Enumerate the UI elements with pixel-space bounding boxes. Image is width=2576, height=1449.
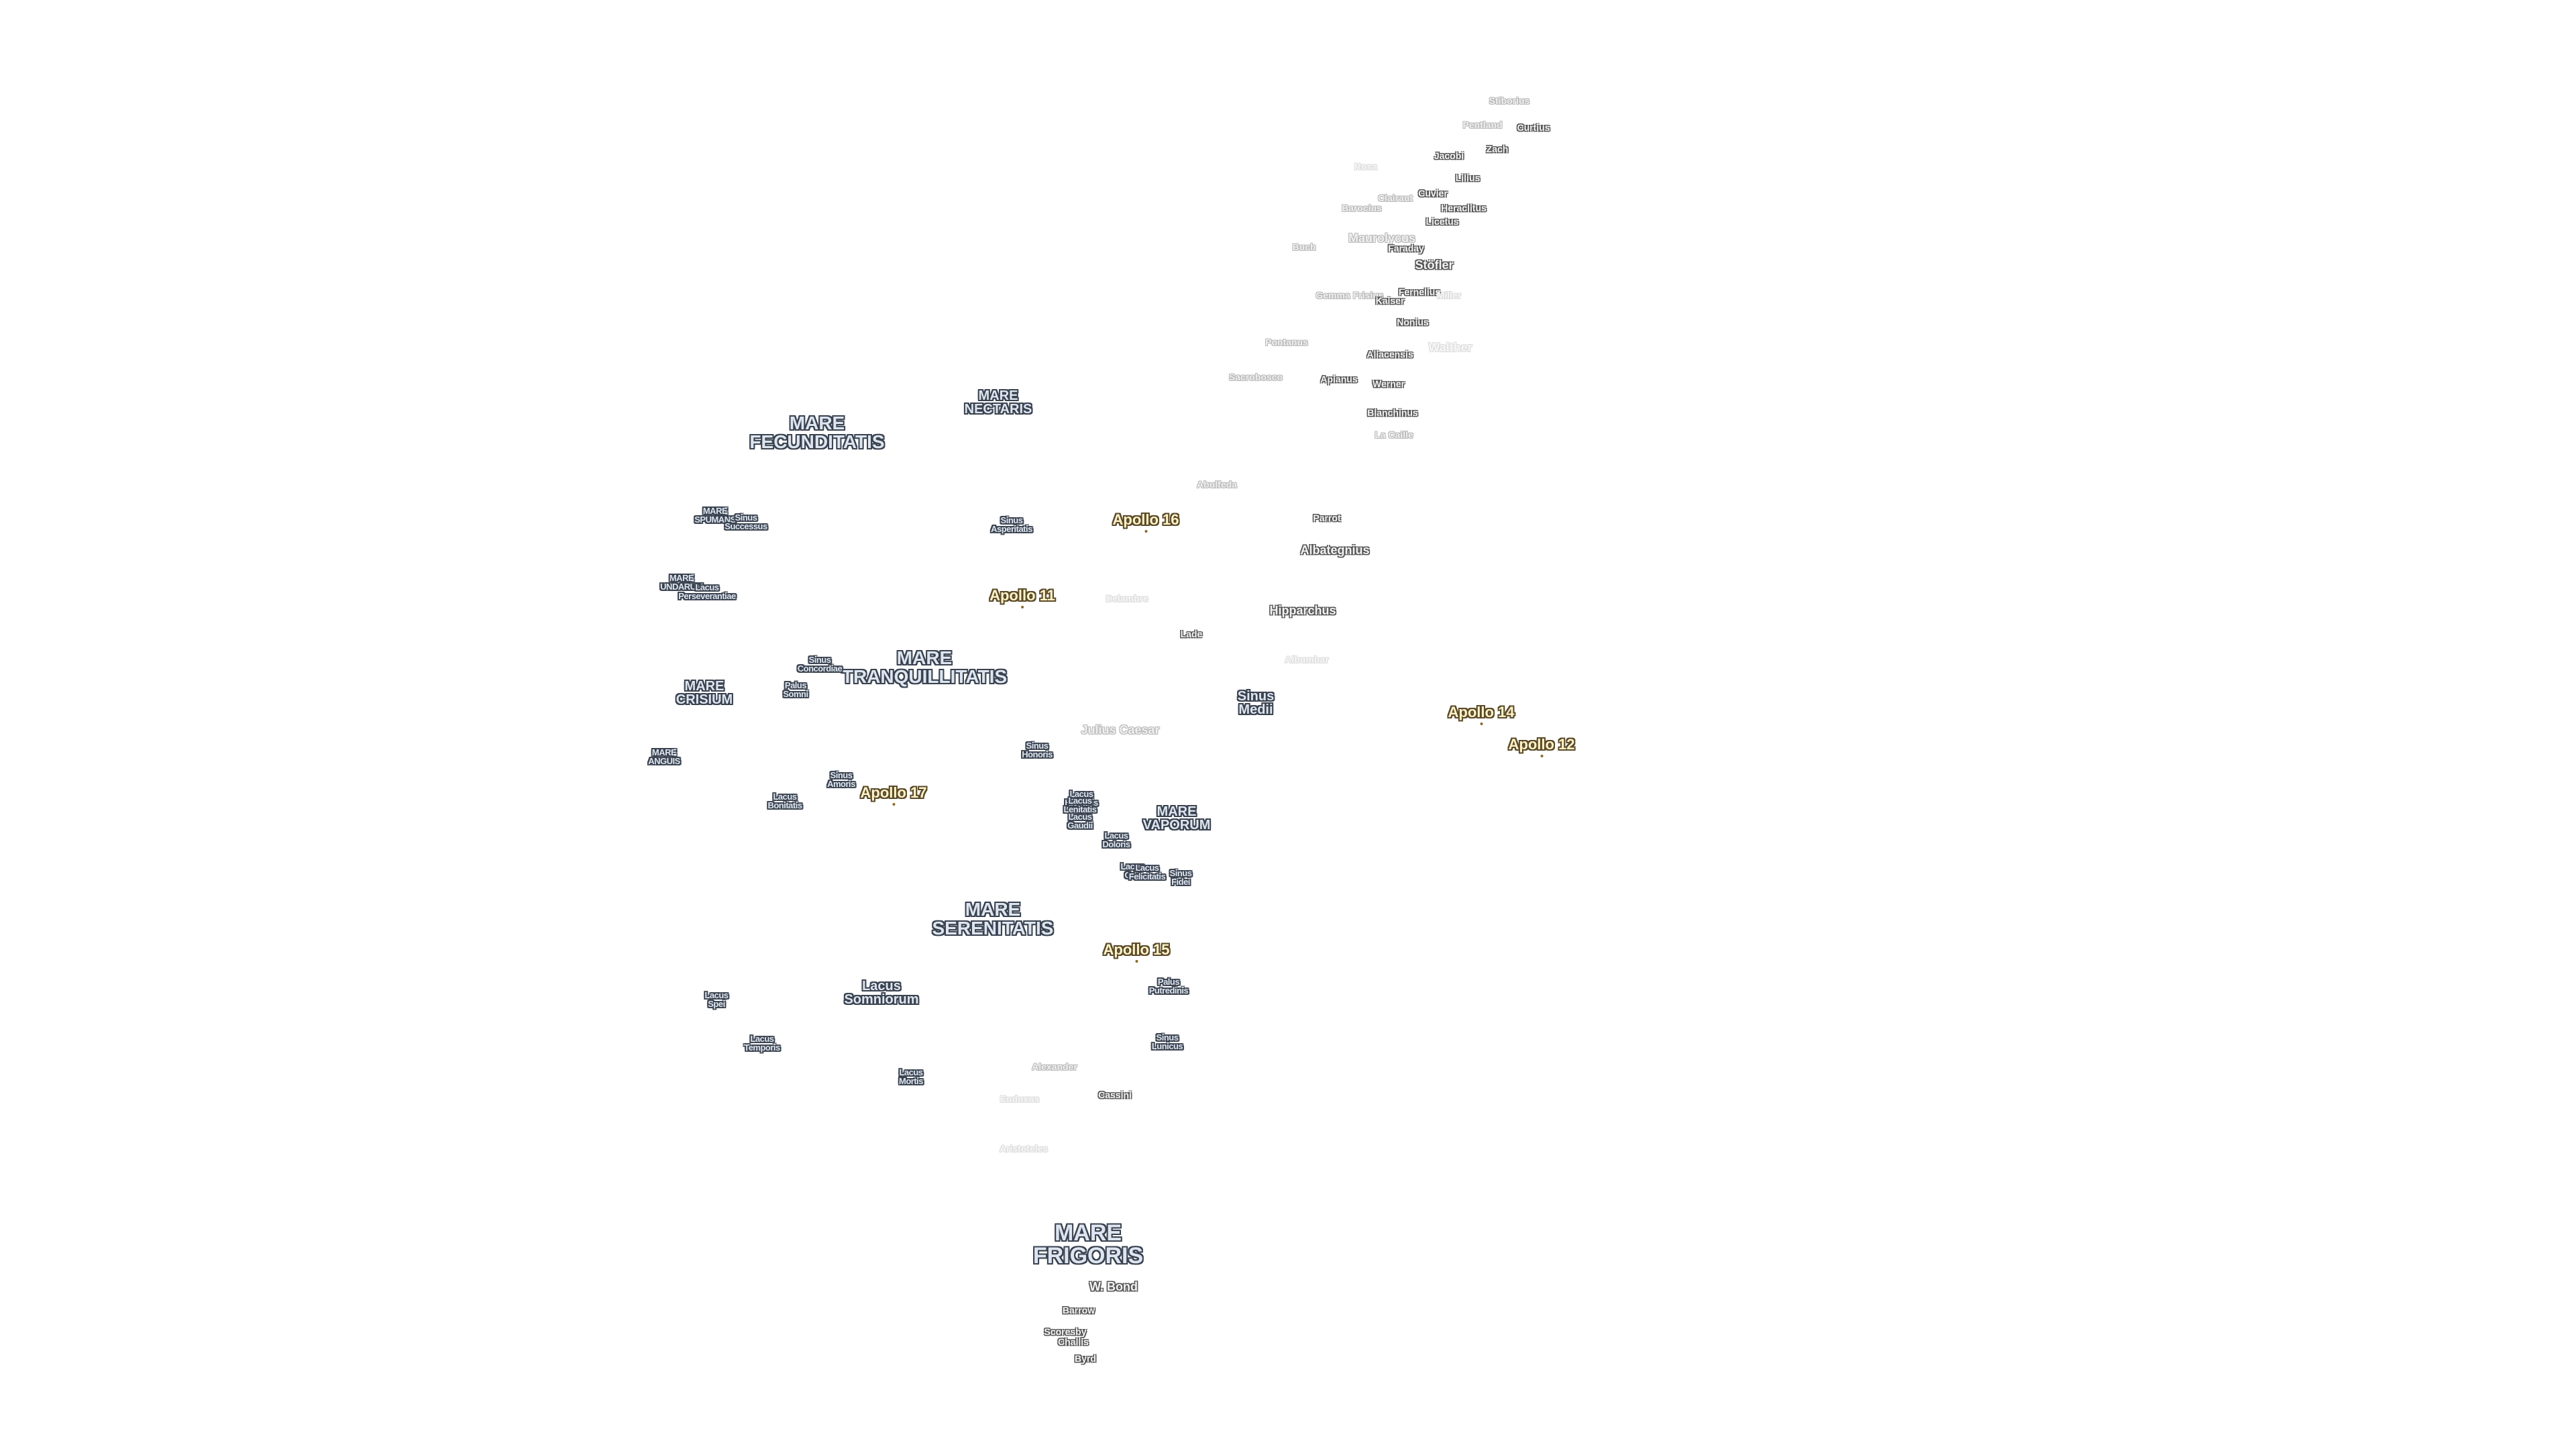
landing-site-apollo-12[interactable]: Apollo 12 [1508,736,1575,757]
crater-label-rosa[interactable]: Rosa [1354,161,1378,172]
landing-site-apollo-14[interactable]: Apollo 14 [1448,704,1515,725]
crater-label-albumbar[interactable]: Albumbar [1285,654,1329,665]
sea-label-sinus-concordiae[interactable]: Sinus Concordiae [797,655,843,674]
sea-label-mare-vaporum[interactable]: MARE VAPORUM [1142,804,1211,833]
crater-label-maurolycus[interactable]: Maurolycus [1348,231,1416,245]
crater-label-stiborius[interactable]: Stiborius [1489,95,1530,106]
sea-label-lacus-temporis[interactable]: Lacus Temporis [744,1034,780,1053]
crater-label-hipparchus[interactable]: Hipparchus [1269,604,1336,617]
sea-label-sinus-successus[interactable]: Sinus Successus [724,513,767,531]
sea-label-lacus-bonitatis[interactable]: Lacus Bonitatis [767,792,802,810]
crater-label-delambre[interactable]: Delambre [1106,593,1148,604]
crater-label-fernelius[interactable]: Fernelius [1398,286,1441,297]
crater-label-cassini[interactable]: Cassini [1098,1089,1132,1100]
crater-label-barocius[interactable]: Barocius [1342,203,1382,213]
crater-label-aristoteles[interactable]: Aristoteles [999,1143,1049,1154]
crater-label-abulfeda[interactable]: Abulfeda [1197,479,1237,490]
crater-label-julius-caesar[interactable]: Julius Caesar [1081,723,1160,737]
crater-label-stofler[interactable]: Stöfler [1415,258,1454,272]
crater-label-miller[interactable]: Miller [1436,290,1462,301]
crater-label-walther[interactable]: Walther [1428,341,1472,354]
sea-label-mare-tranquillitatis[interactable]: MARE TRANQUILLITATIS [841,647,1008,687]
crater-label-aliacensis[interactable]: Aliacensis [1366,349,1413,360]
crater-label-challis[interactable]: Challis [1058,1336,1089,1347]
sea-label-palus-putredinis[interactable]: Palus Putredinis [1148,977,1189,996]
sea-label-mare-nectaris[interactable]: MARE NECTARIS [964,388,1032,417]
landing-site-apollo-16[interactable]: Apollo 16 [1112,511,1179,533]
crater-label-heraclitus[interactable]: Heraclitus [1441,203,1487,213]
sea-label-sinus-fidei[interactable]: Sinus Fidei [1169,868,1192,887]
sea-label-lacus-felicitatis[interactable]: Lacus Felicitatis [1128,863,1166,881]
sea-label-lacus-doloris[interactable]: Lacus Doloris [1102,830,1130,849]
crater-label-lade[interactable]: Lade [1180,629,1203,639]
sea-label-mare-crisium[interactable]: MARE CRISIUM [676,679,733,707]
sea-label-sinus-lunicus[interactable]: Sinus Lunicus [1151,1032,1183,1051]
crater-label-jacobi[interactable]: Jacobi [1434,150,1464,161]
sea-label-lacus-odii[interactable]: Lacus Odii [1120,861,1144,880]
landing-site-apollo-17[interactable]: Apollo 17 [860,784,927,806]
crater-label-eudoxus[interactable]: Eudoxus [1000,1093,1040,1104]
crater-label-pentland[interactable]: Pentland [1462,119,1503,130]
sea-label-lacus-perseverantiae[interactable]: Lacus Perseverantiae [678,582,736,601]
landing-site-apollo-11[interactable]: Apollo 11 [989,587,1055,608]
crater-label-apianus[interactable]: Apianus [1320,374,1358,384]
sea-label-mare-spumans[interactable]: MARE SPUMANS [694,506,736,525]
crater-label-clairaut[interactable]: Clairaut [1377,193,1413,203]
crater-label-sacrobosco[interactable]: Sacrobosco [1228,372,1283,382]
crater-label-curtius[interactable]: Curtius [1517,122,1550,133]
crater-label-zach[interactable]: Zach [1486,144,1509,154]
crater-label-albategnius[interactable]: Albategnius [1300,543,1370,557]
crater-label-barrow[interactable]: Barrow [1062,1305,1095,1316]
sea-label-sinus-medii[interactable]: Sinus Medii [1237,689,1275,717]
crater-label-lilius[interactable]: Lilius [1455,172,1481,183]
sea-label-mare-serenitatis[interactable]: MARE SERENITATIS [932,899,1054,938]
crater-label-werner[interactable]: Werner [1373,378,1405,389]
crater-label-buch[interactable]: Buch [1292,241,1316,252]
sea-label-lacus-mortis[interactable]: Lacus Mortis [899,1067,924,1086]
sea-label-lacus-spei[interactable]: Lacus Spei [704,990,729,1009]
crater-label-cuvier[interactable]: Cuvier [1418,188,1448,199]
crater-label-la-caille[interactable]: La Caille [1375,429,1413,440]
sea-label-mare-frigoris[interactable]: MARE FRIGORIS [1032,1220,1144,1269]
sea-label-lacus-somniorum[interactable]: Lacus Somniorum [844,979,919,1007]
crater-label-alexander[interactable]: Alexander [1032,1061,1077,1072]
crater-label-kaiser[interactable]: Kaiser [1375,295,1405,306]
sea-label-sinus-amoris[interactable]: Sinus Amoris [827,770,855,789]
crater-label-byrd[interactable]: Byrd [1075,1353,1096,1364]
sea-label-lacus-gaudii[interactable]: Lacus Gaudii [1067,812,1093,830]
crater-label-gemma-frisius[interactable]: Gemma Frisius [1316,290,1384,301]
crater-label-blanchinus[interactable]: Blanchinus [1367,407,1418,418]
crater-label-faraday[interactable]: Faraday [1388,243,1424,254]
crater-label-w-bond[interactable]: W. Bond [1089,1280,1138,1293]
landing-site-apollo-15[interactable]: Apollo 15 [1103,941,1170,963]
crater-label-pontanus[interactable]: Pontanus [1265,337,1308,347]
sea-label-palus-somni[interactable]: Palus Somni [783,680,808,699]
sea-label-mare-anguis[interactable]: MARE ANGUIS [648,747,680,766]
crater-label-scoresby[interactable]: Scoresby [1044,1326,1087,1337]
crater-label-nonius[interactable]: Nonius [1397,317,1429,327]
sea-label-sinus-honoris[interactable]: Sinus Honoris [1022,741,1053,759]
sea-label-mare-fecunditatis[interactable]: MARE FECUNDITATIS [749,413,885,452]
sea-label-lacus-lenitatis[interactable]: Lacus Lenitatis [1063,796,1097,814]
sea-label-lacus-hiemalis[interactable]: Lacus Hiemalis [1065,789,1098,808]
crater-label-licetus[interactable]: Licetus [1426,216,1459,227]
sea-label-mare-undarum[interactable]: MARE UNDARUM [660,573,703,592]
crater-label-parrot[interactable]: Parrot [1313,513,1341,523]
sea-label-sinus-asperitatis[interactable]: Sinus Asperitatis [991,515,1032,534]
